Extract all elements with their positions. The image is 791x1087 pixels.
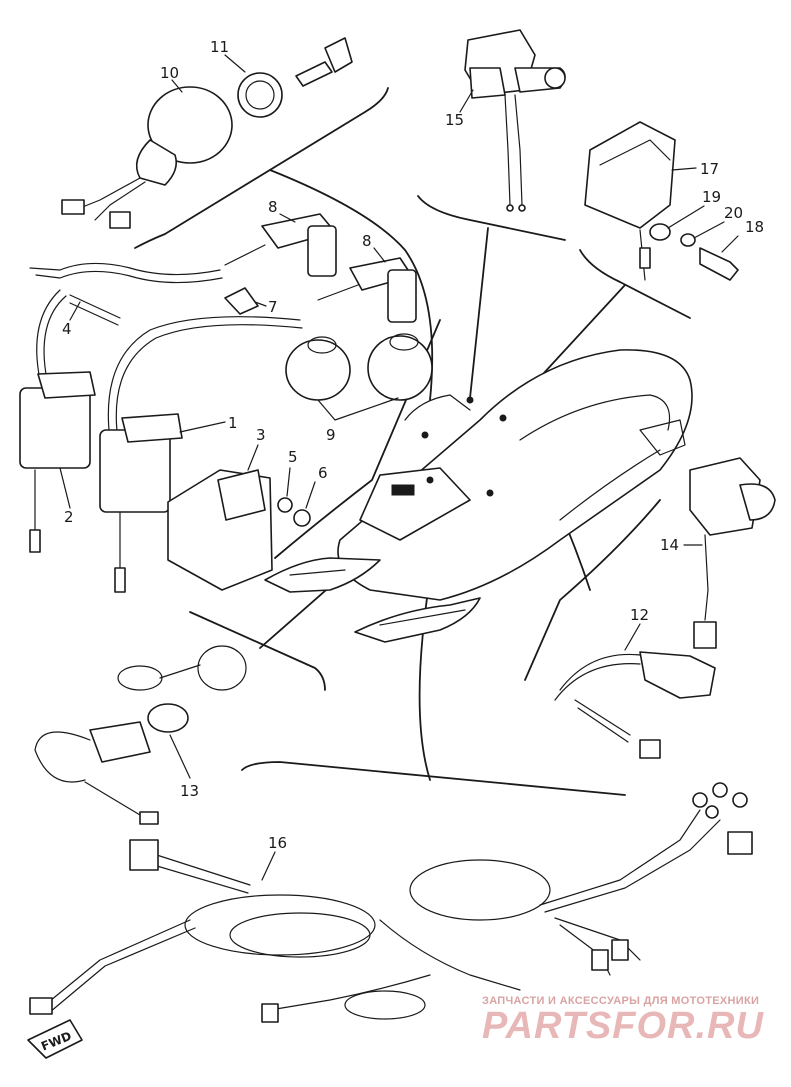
engine-stop-switch xyxy=(464,29,566,212)
callout-18: 18 xyxy=(745,218,764,236)
callout-3: 3 xyxy=(256,426,266,444)
main-switch-assembly xyxy=(61,37,353,229)
callout-20: 20 xyxy=(724,204,743,222)
watermark-tagline: ЗАПЧАСТИ И АКСЕССУАРЫ ДЛЯ МОТОТЕХНИКИ xyxy=(482,995,759,1007)
ignition-coils xyxy=(19,371,183,593)
callout-6: 6 xyxy=(318,464,328,482)
callout-10: 10 xyxy=(160,64,179,82)
callout-8a: 8 xyxy=(268,198,278,216)
callout-11: 11 xyxy=(210,38,229,56)
wire-clip xyxy=(224,287,259,315)
throttle-switch xyxy=(689,457,776,649)
spark-plug-caps xyxy=(224,213,417,323)
nut xyxy=(293,509,311,527)
brake-switch-cable xyxy=(554,651,716,759)
washer xyxy=(277,497,293,513)
main-wire-harness: FWD xyxy=(27,782,753,1059)
group-brackets xyxy=(134,87,691,796)
watermark: ЗАПЧАСТИ И АКСЕССУАРЫ ДЛЯ МОТОТЕХНИКИ PA… xyxy=(482,995,764,1047)
callout-14: 14 xyxy=(660,536,679,554)
coil-bracket xyxy=(217,469,266,521)
callout-7: 7 xyxy=(268,298,278,316)
voltage-regulator xyxy=(584,121,739,281)
callout-8b: 8 xyxy=(362,232,372,250)
callout-numbers: 1 2 3 4 5 6 7 8 8 9 10 11 12 13 14 15 16… xyxy=(59,38,764,881)
callout-15: 15 xyxy=(445,111,464,129)
light-switch xyxy=(34,645,247,825)
callout-16: 16 xyxy=(268,834,287,852)
callout-2: 2 xyxy=(64,508,74,526)
watermark-brand: PARTSFOR.RU xyxy=(482,1005,764,1047)
callout-12: 12 xyxy=(630,606,649,624)
callout-13: 13 xyxy=(180,782,199,800)
callout-1: 1 xyxy=(228,414,238,432)
snowmobile-body xyxy=(264,349,693,643)
callout-19: 19 xyxy=(702,188,721,206)
callout-9: 9 xyxy=(326,426,336,444)
spark-plug-boots xyxy=(285,333,433,401)
callout-5: 5 xyxy=(288,448,298,466)
control-cluster-mark xyxy=(391,484,415,496)
high-tension-leads xyxy=(29,262,303,441)
callout-17: 17 xyxy=(700,160,719,178)
callout-4: 4 xyxy=(62,320,72,338)
